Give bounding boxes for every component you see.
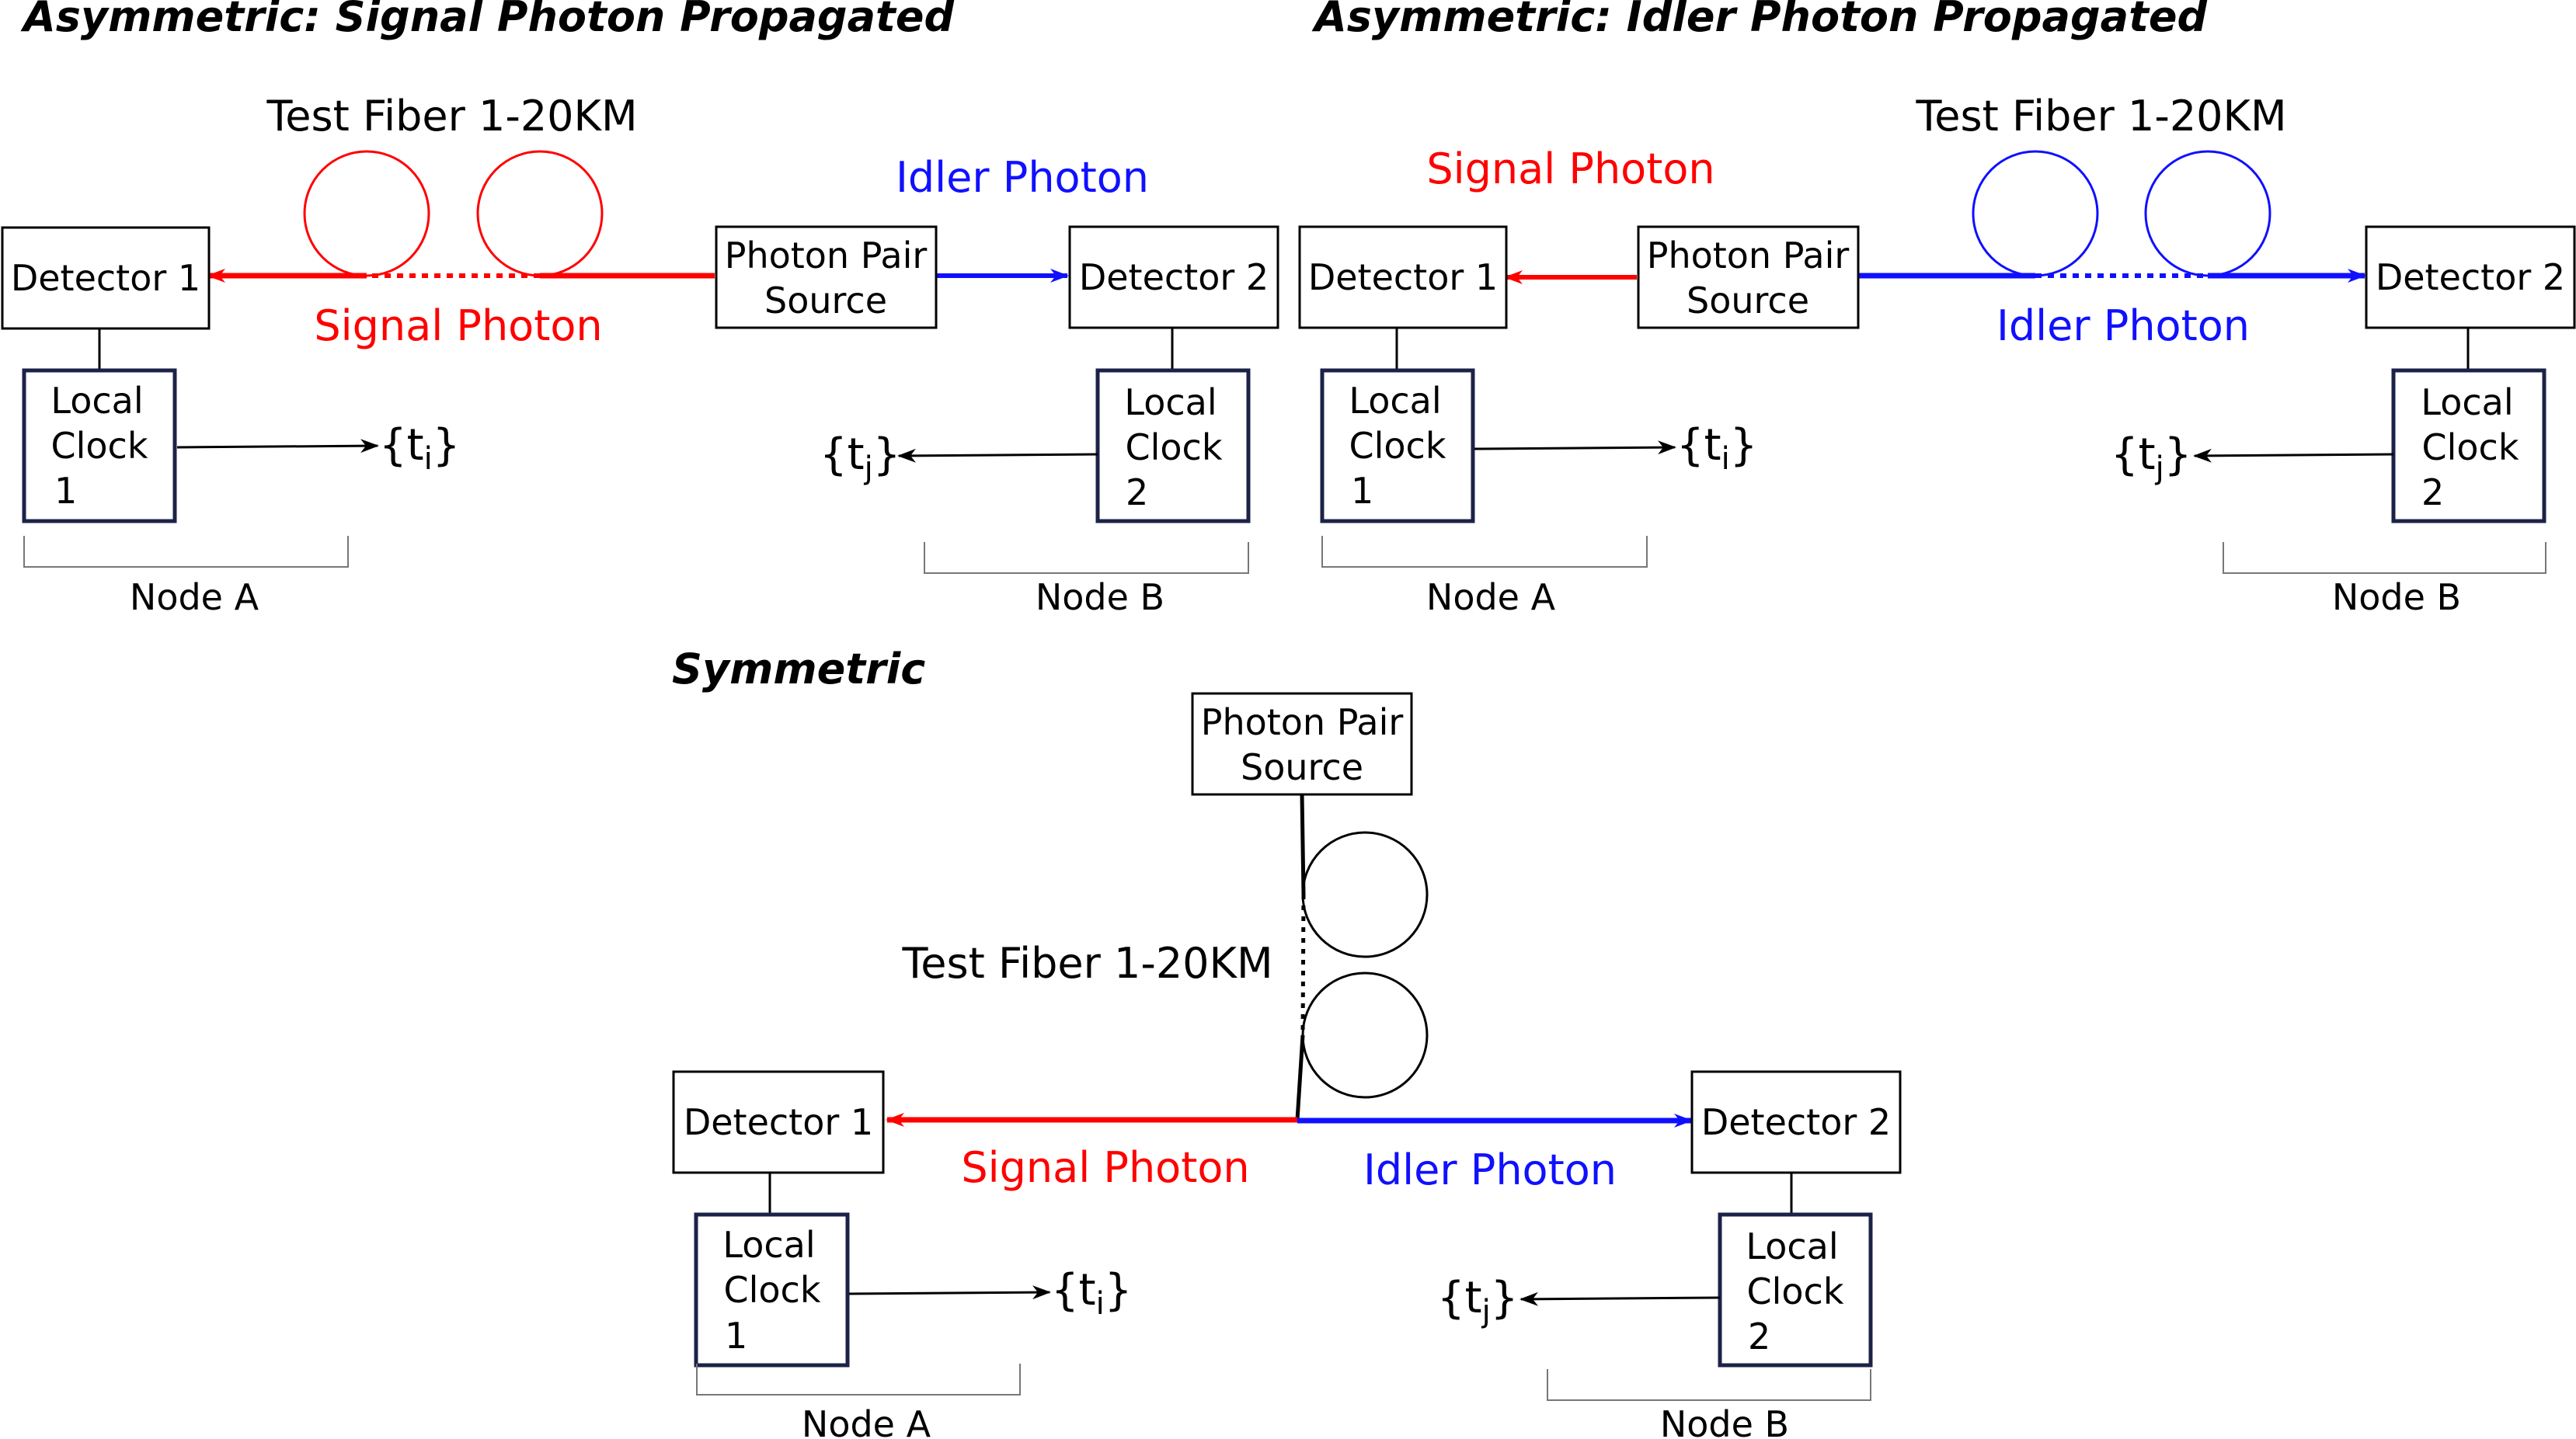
timestamp-set-j: {tj}	[820, 429, 900, 486]
fiber-coil	[1972, 150, 2099, 277]
clock-2-line3: 2	[1748, 1316, 1770, 1357]
timestamp-set-j: {tj}	[1437, 1273, 1518, 1330]
clock-1-line2: Clock	[51, 425, 148, 467]
local-clock-2	[2391, 368, 2546, 523]
detector-1	[672, 1070, 885, 1174]
clock-2-line2: Clock	[1126, 426, 1223, 468]
clock-1-line3: 1	[1351, 470, 1373, 512]
panel-title: Asymmetric: Idler Photon Propagated	[1311, 0, 2209, 41]
node-a-bracket	[696, 1364, 1021, 1396]
node-a-label: Node A	[802, 1403, 931, 1439]
fiber-label: Test Fiber 1-20KM	[266, 92, 637, 141]
clock-2-line2: Clock	[2422, 426, 2519, 468]
node-b-bracket	[1547, 1369, 1871, 1401]
node-b-label: Node B	[1036, 576, 1164, 618]
node-a-bracket	[23, 536, 349, 568]
local-clock-1	[22, 368, 177, 523]
clock-2-line3: 2	[1126, 471, 1148, 513]
timestamp-arrow	[1519, 1291, 1721, 1306]
fiber-coil	[1301, 831, 1429, 958]
fiber-line	[1295, 1034, 1305, 1121]
fiber-coil	[2144, 150, 2271, 277]
timestamp-set-i: {ti}	[1051, 1265, 1132, 1322]
detector-1-label: Detector 1	[1308, 256, 1498, 298]
node-a-label: Node A	[130, 576, 259, 618]
timestamp-arrow	[1474, 440, 1676, 455]
photon-pair-source	[715, 225, 938, 329]
idler-photon-label: Idler Photon	[1363, 1145, 1617, 1194]
signal-photon-label: Signal Photon	[1426, 144, 1714, 193]
clock-1-line3: 1	[54, 470, 77, 512]
node-b-bracket	[924, 542, 1249, 574]
source-label-line1: Photon Pair	[1201, 701, 1404, 743]
clock-1-line2: Clock	[1349, 425, 1446, 467]
fiber-line	[1300, 794, 1306, 895]
source-label-line1: Photon Pair	[725, 235, 928, 276]
detector-2	[2365, 225, 2576, 329]
fiber-dotted-segment	[1300, 894, 1306, 1036]
detector-2	[1068, 225, 1279, 329]
timestamp-set-i: {ti}	[1676, 420, 1757, 477]
detector-1	[1298, 225, 1508, 329]
source-label-line2: Source	[764, 280, 887, 322]
detector-2-label: Detector 2	[1701, 1101, 1891, 1143]
signal-photon-label: Signal Photon	[961, 1143, 1249, 1192]
photon-pair-source	[1191, 692, 1413, 796]
photon-pair-source	[1637, 225, 1860, 329]
clock-2-line1: Local	[2421, 381, 2513, 423]
panel-title: Symmetric	[672, 645, 925, 693]
panel-signal-propagated: Asymmetric: Signal Photon Propagated Tes…	[1, 0, 1279, 618]
clock-1-line1: Local	[50, 380, 143, 422]
panel-idler-propagated: Asymmetric: Idler Photon Propagated Test…	[1298, 0, 2576, 618]
detector-1	[1, 226, 211, 330]
clock-2-line3: 2	[2421, 471, 2444, 513]
node-a-label: Node A	[1426, 576, 1556, 618]
node-b-bracket	[2223, 542, 2546, 574]
panel-title: Asymmetric: Signal Photon Propagated	[20, 0, 955, 41]
timestamp-set-j: {tj}	[2111, 429, 2191, 486]
detector-2	[1690, 1070, 1902, 1174]
clock-1-line1: Local	[722, 1224, 815, 1266]
local-clock-2	[1718, 1212, 1873, 1368]
timestamp-arrow	[2193, 448, 2394, 463]
detector-1-label: Detector 1	[11, 257, 200, 299]
node-a-bracket	[1321, 536, 1648, 568]
clock-1-line1: Local	[1349, 380, 1441, 422]
panel-symmetric: Symmetric Photon Pair Source Test Fiber …	[672, 645, 1902, 1439]
local-clock-1	[694, 1212, 850, 1368]
clock-1-line2: Clock	[724, 1269, 821, 1311]
local-clock-1	[1320, 368, 1475, 523]
fiber-label: Test Fiber 1-20KM	[901, 939, 1272, 988]
idler-photon-label: Idler Photon	[896, 153, 1149, 202]
node-b-label: Node B	[1660, 1403, 1789, 1439]
clock-1-line3: 1	[725, 1315, 747, 1357]
local-clock-2	[1095, 368, 1251, 523]
timestamp-set-i: {ti}	[379, 420, 460, 477]
idler-photon-label: Idler Photon	[1996, 301, 2250, 350]
fiber-coil	[476, 150, 604, 277]
timestamp-arrow	[897, 448, 1098, 463]
source-label-line1: Photon Pair	[1647, 235, 1850, 276]
detector-2-label: Detector 2	[2376, 256, 2565, 298]
clock-2-line2: Clock	[1747, 1270, 1844, 1312]
clock-2-line1: Local	[1124, 381, 1217, 423]
source-label-line2: Source	[1687, 280, 1809, 322]
fiber-label: Test Fiber 1-20KM	[1915, 92, 2286, 141]
node-b-label: Node B	[2332, 576, 2461, 618]
clock-2-line1: Local	[1746, 1225, 1838, 1267]
source-label-line2: Source	[1241, 746, 1363, 788]
detector-2-label: Detector 2	[1079, 256, 1269, 298]
detector-1-label: Detector 1	[684, 1101, 873, 1143]
timestamp-arrow	[176, 439, 379, 454]
fiber-coil	[1301, 971, 1429, 1099]
timestamp-arrow	[848, 1285, 1051, 1300]
signal-photon-label: Signal Photon	[314, 301, 602, 350]
fiber-coil	[303, 150, 430, 277]
